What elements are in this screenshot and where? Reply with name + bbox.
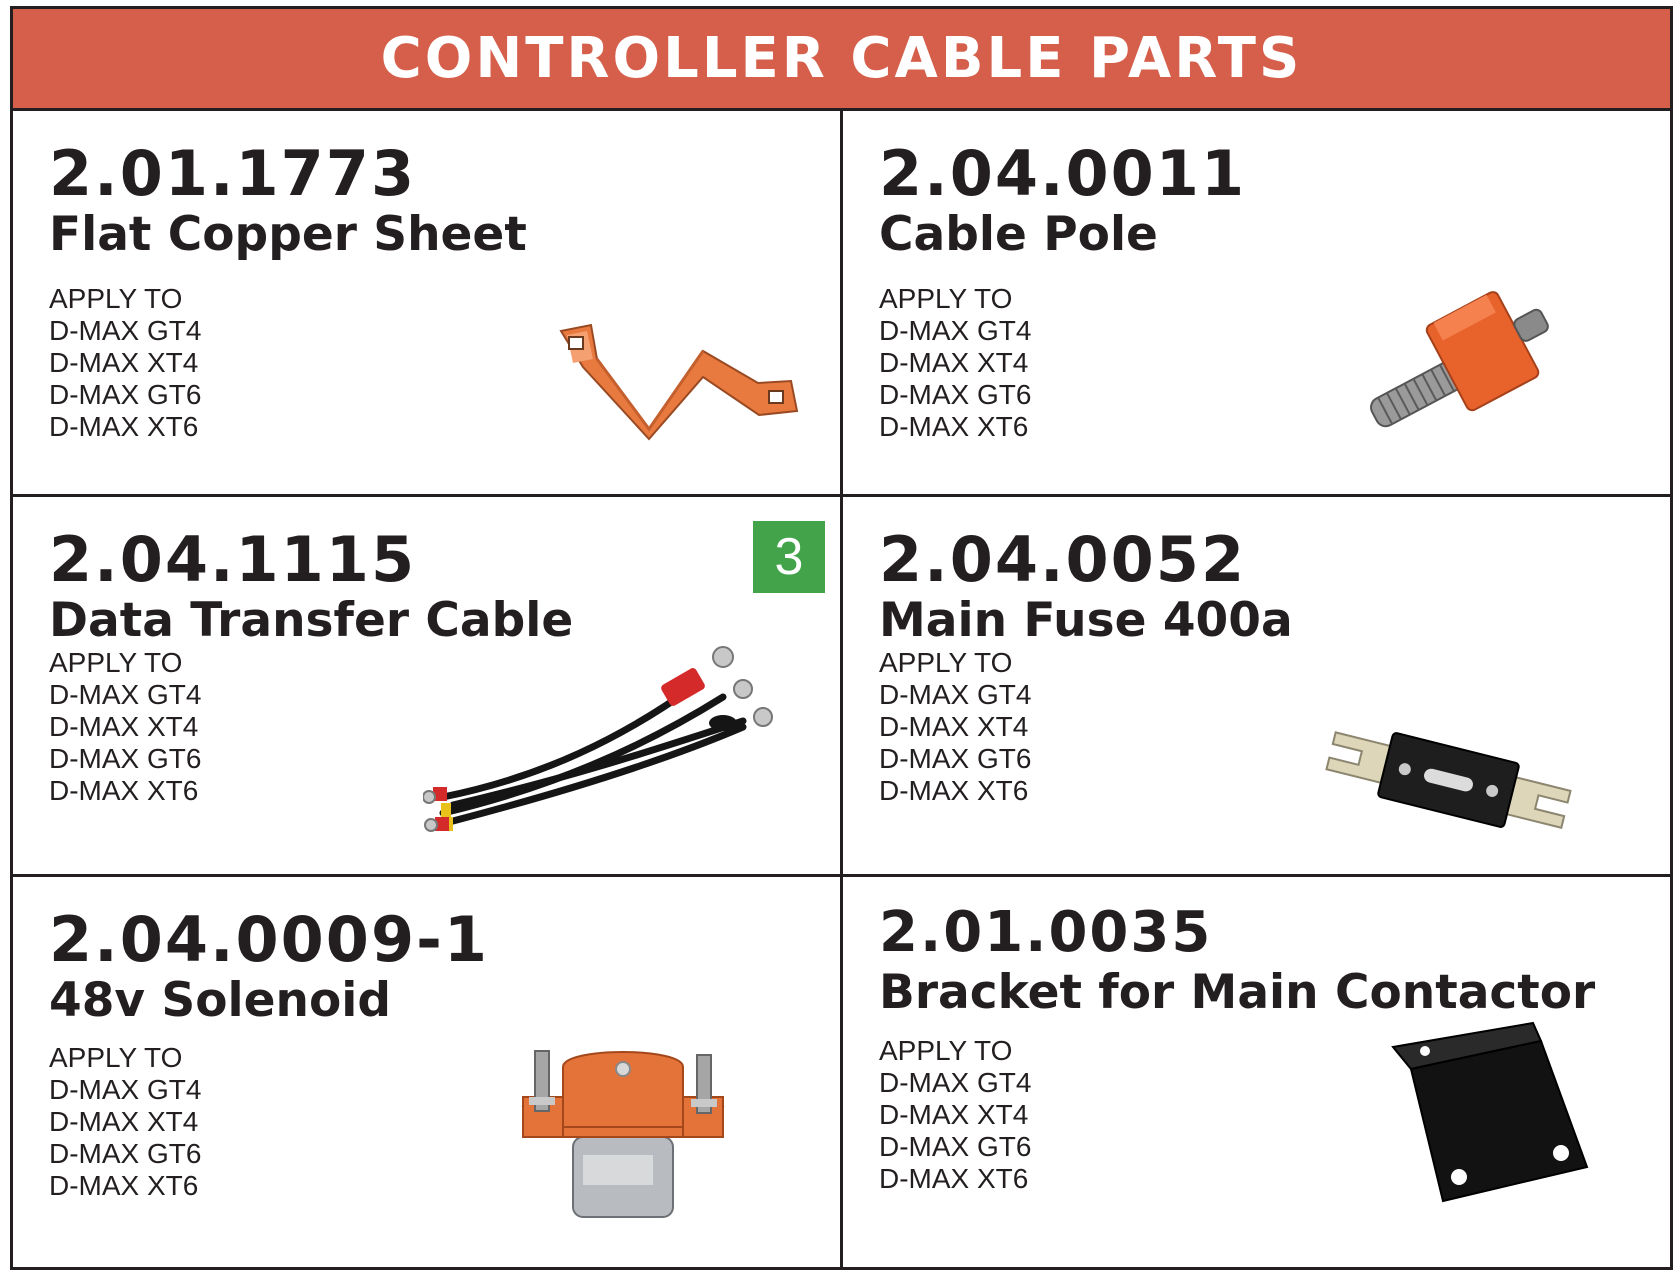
model-item: D-MAX XT4 xyxy=(49,347,199,378)
model-item: D-MAX GT6 xyxy=(49,743,202,774)
apply-to-list: APPLY TO D-MAX GT4 D-MAX XT4 D-MAX GT6 D… xyxy=(879,283,1031,443)
model-item: D-MAX XT4 xyxy=(49,711,199,742)
quantity-badge: 3 xyxy=(753,521,825,593)
model-item: D-MAX GT4 xyxy=(49,315,202,346)
apply-to-list: APPLY TO D-MAX GT4 D-MAX XT4 D-MAX GT6 D… xyxy=(49,647,201,807)
apply-to-label: APPLY TO xyxy=(879,1035,1013,1066)
solenoid-image xyxy=(521,1050,725,1218)
model-item: D-MAX GT6 xyxy=(879,743,1032,774)
part-number: 2.04.0009-1 xyxy=(49,903,489,976)
apply-to-label: APPLY TO xyxy=(879,647,1013,678)
part-card-cable-pole[interactable]: 2.04.0011 Cable Pole APPLY TO D-MAX GT4 … xyxy=(843,111,1670,497)
part-number: 2.01.1773 xyxy=(49,137,417,210)
apply-to-label: APPLY TO xyxy=(879,283,1013,314)
model-item: D-MAX XT4 xyxy=(49,1106,199,1137)
model-item: D-MAX XT6 xyxy=(879,775,1029,806)
apply-to-list: APPLY TO D-MAX GT4 D-MAX XT4 D-MAX GT6 D… xyxy=(49,283,201,443)
model-item: D-MAX GT4 xyxy=(879,1067,1032,1098)
page-header: CONTROLLER CABLE PARTS xyxy=(13,9,1670,111)
apply-to-label: APPLY TO xyxy=(49,647,183,678)
page-title: CONTROLLER CABLE PARTS xyxy=(380,26,1303,91)
parts-grid: 2.01.1773 Flat Copper Sheet APPLY TO D-M… xyxy=(13,111,1670,1267)
model-item: D-MAX GT4 xyxy=(49,679,202,710)
model-item: D-MAX GT4 xyxy=(49,1074,202,1105)
model-item: D-MAX XT4 xyxy=(879,1099,1029,1130)
part-name: 48v Solenoid xyxy=(49,973,392,1028)
part-name: Cable Pole xyxy=(879,207,1158,262)
apply-to-list: APPLY TO D-MAX GT4 D-MAX XT4 D-MAX GT6 D… xyxy=(49,1042,201,1202)
part-name: Flat Copper Sheet xyxy=(49,207,527,262)
fuse-image xyxy=(1325,731,1572,829)
apply-to-label: APPLY TO xyxy=(49,283,183,314)
apply-to-label: APPLY TO xyxy=(49,1042,183,1073)
part-card-bracket-main-contactor[interactable]: 2.01.0035 Bracket for Main Contactor APP… xyxy=(843,877,1670,1267)
model-item: D-MAX GT6 xyxy=(49,379,202,410)
part-card-flat-copper-sheet[interactable]: 2.01.1773 Flat Copper Sheet APPLY TO D-M… xyxy=(13,111,843,497)
model-item: D-MAX XT4 xyxy=(879,347,1029,378)
cable-pole-image xyxy=(1370,291,1549,428)
apply-to-list: APPLY TO D-MAX GT4 D-MAX XT4 D-MAX GT6 D… xyxy=(879,1035,1031,1195)
catalog-sheet: CONTROLLER CABLE PARTS 2.01.1773 Flat Co… xyxy=(10,6,1673,1270)
copper-sheet-image xyxy=(559,323,799,441)
model-item: D-MAX GT6 xyxy=(879,379,1032,410)
apply-to-list: APPLY TO D-MAX GT4 D-MAX XT4 D-MAX GT6 D… xyxy=(879,647,1031,807)
part-number: 2.04.0052 xyxy=(879,523,1247,596)
part-card-data-transfer-cable[interactable]: 2.04.1115 Data Transfer Cable 3 APPLY TO… xyxy=(13,497,843,877)
model-item: D-MAX XT6 xyxy=(879,1163,1029,1194)
part-card-main-fuse[interactable]: 2.04.0052 Main Fuse 400a APPLY TO D-MAX … xyxy=(843,497,1670,877)
model-item: D-MAX XT6 xyxy=(49,411,199,442)
part-name: Main Fuse 400a xyxy=(879,593,1293,648)
model-item: D-MAX GT4 xyxy=(879,679,1032,710)
cable-harness-image xyxy=(423,646,773,832)
model-item: D-MAX GT4 xyxy=(879,315,1032,346)
part-name: Data Transfer Cable xyxy=(49,593,574,648)
part-number: 2.04.1115 xyxy=(49,523,417,596)
model-item: D-MAX XT6 xyxy=(49,775,199,806)
model-item: D-MAX XT6 xyxy=(879,411,1029,442)
model-item: D-MAX GT6 xyxy=(879,1131,1032,1162)
part-name: Bracket for Main Contactor xyxy=(879,965,1596,1020)
model-item: D-MAX XT4 xyxy=(879,711,1029,742)
part-number: 2.01.0035 xyxy=(879,900,1213,965)
bracket-image xyxy=(1391,1021,1589,1203)
model-item: D-MAX XT6 xyxy=(49,1170,199,1201)
part-number: 2.04.0011 xyxy=(879,137,1247,210)
model-item: D-MAX GT6 xyxy=(49,1138,202,1169)
part-card-48v-solenoid[interactable]: 2.04.0009-1 48v Solenoid APPLY TO D-MAX … xyxy=(13,877,843,1267)
